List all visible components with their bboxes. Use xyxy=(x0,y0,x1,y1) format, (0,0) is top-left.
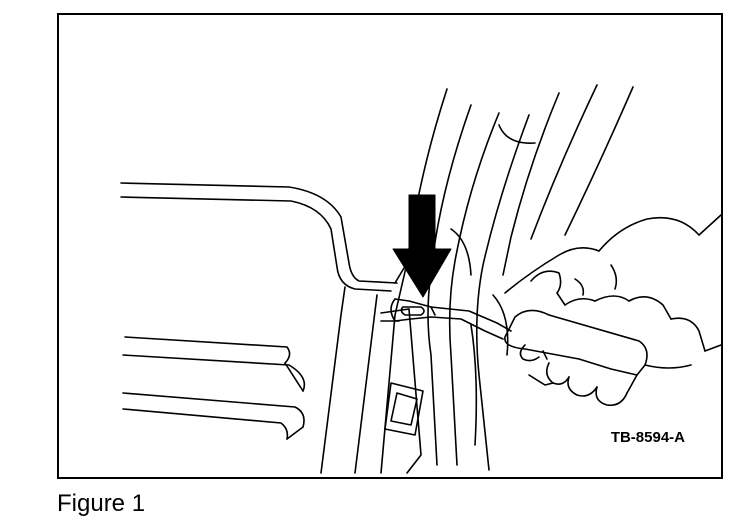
door-window-frame xyxy=(120,182,398,474)
pillar-panel xyxy=(380,262,424,474)
reference-code: TB-8594-A xyxy=(610,429,685,446)
down-arrow-icon xyxy=(392,194,452,298)
illustration-frame: TB-8594-A xyxy=(57,13,723,479)
figure-caption: Figure 1 xyxy=(57,490,146,517)
body-seal-contours xyxy=(406,84,634,471)
trim-tool xyxy=(390,298,512,340)
hand xyxy=(504,214,721,407)
technical-illustration xyxy=(120,84,721,474)
